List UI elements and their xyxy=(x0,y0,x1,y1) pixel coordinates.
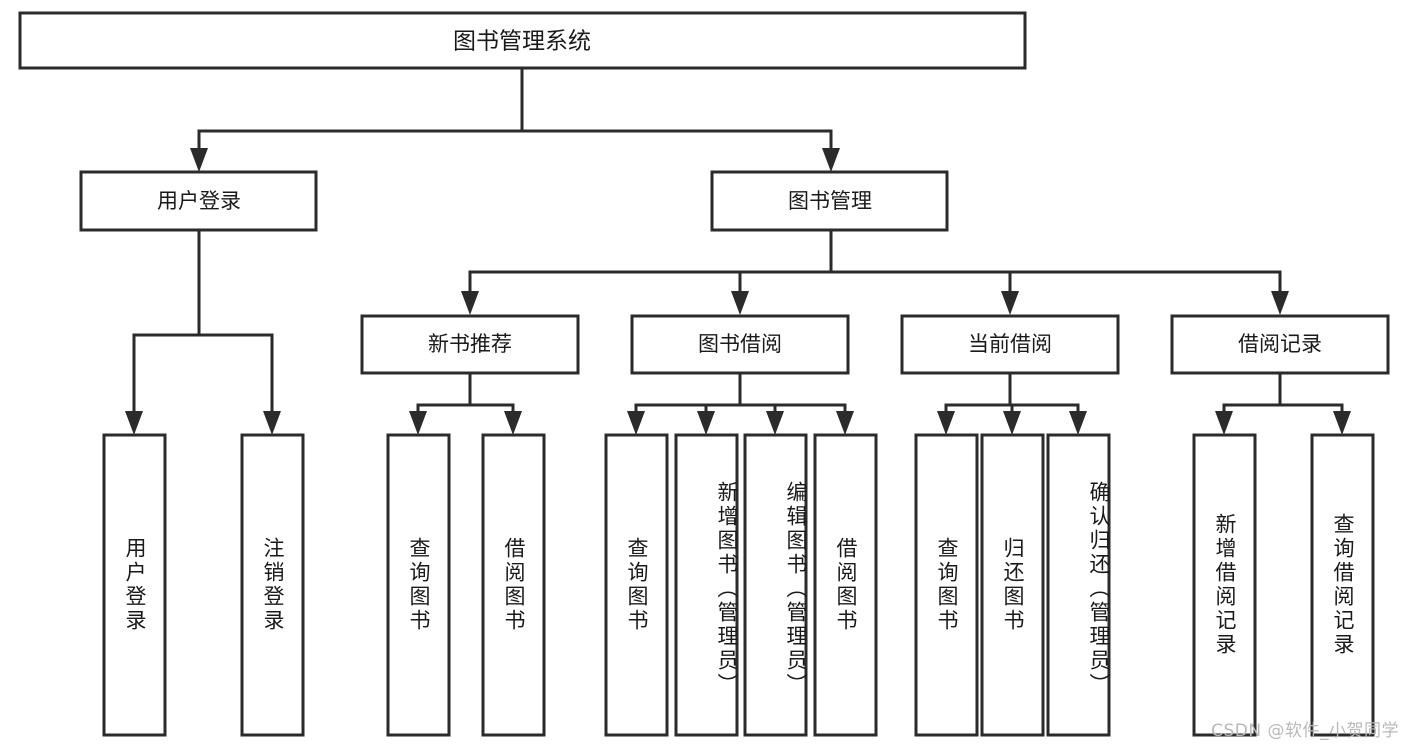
leaf-borrow-record-1[interactable] xyxy=(1192,433,1257,737)
leaf-current-borrow-3[interactable] xyxy=(1046,433,1111,737)
node-book-management[interactable]: 图书管理 xyxy=(710,170,949,232)
leaf-user-login-1[interactable] xyxy=(102,433,167,737)
node-new-book-recommend-label: 新书推荐 xyxy=(428,332,512,356)
connector-currentborrow-to-leaves xyxy=(937,371,1087,435)
node-current-borrow-label: 当前借阅 xyxy=(968,332,1052,356)
node-new-book-recommend[interactable]: 新书推荐 xyxy=(360,314,580,375)
node-book-borrow-label: 图书借阅 xyxy=(698,332,782,356)
leaf-book-borrow-4[interactable] xyxy=(813,433,878,737)
node-book-management-label: 图书管理 xyxy=(788,189,872,213)
leaf-new-book-1[interactable] xyxy=(386,433,451,737)
connector-bookborrow-to-leaves xyxy=(627,371,854,435)
connector-borrowrecord-to-leaves xyxy=(1215,371,1351,435)
leaf-book-borrow-1[interactable] xyxy=(604,433,669,737)
connector-userlogin-to-leaves xyxy=(125,228,281,435)
node-root-label: 图书管理系统 xyxy=(453,29,591,55)
node-borrow-record-label: 借阅记录 xyxy=(1238,332,1322,356)
node-borrow-record[interactable]: 借阅记录 xyxy=(1170,314,1390,375)
node-current-borrow[interactable]: 当前借阅 xyxy=(900,314,1120,375)
node-root[interactable]: 图书管理系统 xyxy=(18,11,1027,70)
node-book-borrow[interactable]: 图书借阅 xyxy=(630,314,850,375)
connector-bookmgmt-to-level3 xyxy=(461,228,1289,315)
leaf-book-borrow-2[interactable] xyxy=(674,433,739,737)
leaf-book-borrow-3[interactable] xyxy=(743,433,808,737)
csdn-watermark: CSDN @软件_小贺同学 xyxy=(1211,721,1399,741)
node-user-login-label: 用户登录 xyxy=(157,189,241,213)
leaf-new-book-2[interactable] xyxy=(481,433,546,737)
connector-root-to-level2 xyxy=(190,66,840,172)
connector-newbook-to-leaves xyxy=(409,371,522,435)
leaf-borrow-record-2[interactable] xyxy=(1310,433,1375,737)
leaf-current-borrow-2[interactable] xyxy=(980,433,1045,737)
node-user-login[interactable]: 用户登录 xyxy=(79,170,318,232)
leaf-user-login-2[interactable] xyxy=(240,433,305,737)
leaf-current-borrow-1[interactable] xyxy=(914,433,979,737)
